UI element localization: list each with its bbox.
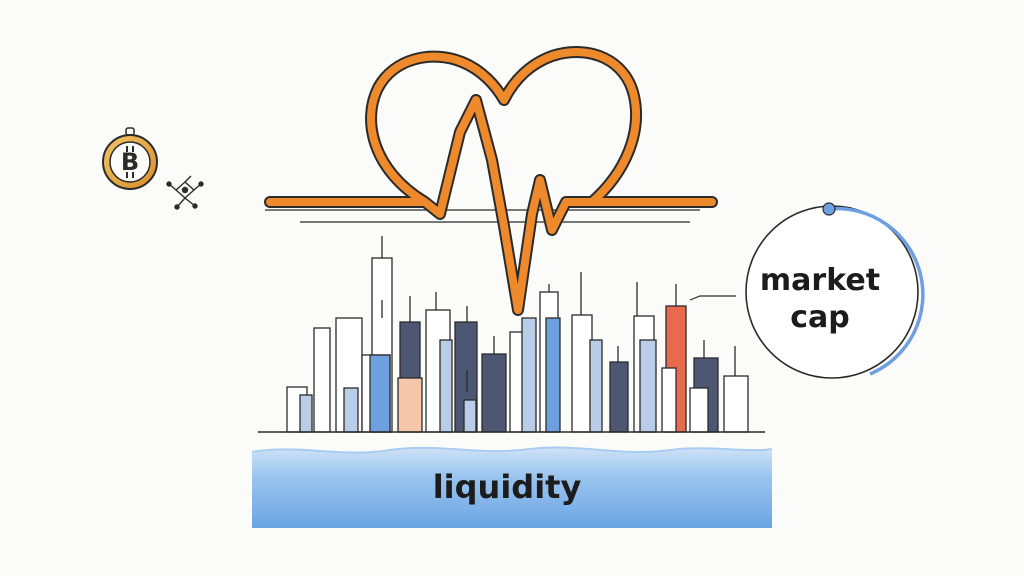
heartbeat-heart-icon: [264, 46, 718, 316]
liquidity-pool: liquidity: [251, 446, 773, 528]
building-bar-13: [463, 399, 477, 433]
building-bar-4: [343, 387, 359, 433]
pointer-mark: [689, 295, 736, 301]
building-bar-19: [571, 314, 593, 433]
liquidity-label: liquidity: [433, 468, 582, 506]
building-bar-14: [481, 353, 507, 433]
building-bar-18: [545, 317, 561, 433]
building-bar-11: [439, 339, 453, 433]
building-bar-7: [369, 354, 391, 433]
building-bar-16: [521, 317, 537, 433]
building-bar-1: [299, 394, 313, 433]
building-bar-20: [589, 339, 603, 433]
candlestick-skyline: [286, 236, 749, 433]
market-cap-ring-icon: market cap: [745, 202, 925, 379]
building-bar-9: [397, 377, 423, 433]
market-cap-line1: market: [760, 263, 880, 298]
bitcoin-coin-icon: B: [102, 127, 158, 190]
building-bar-21: [609, 361, 629, 433]
building-bar-28: [723, 375, 749, 433]
building-bar-2: [313, 327, 331, 433]
building-bar-27: [689, 387, 709, 433]
network-node-icon: [166, 175, 204, 210]
bitcoin-symbol: B: [121, 148, 139, 176]
building-bar-25: [661, 367, 677, 433]
market-cap-line2: cap: [790, 300, 850, 335]
building-bar-23: [639, 339, 657, 433]
